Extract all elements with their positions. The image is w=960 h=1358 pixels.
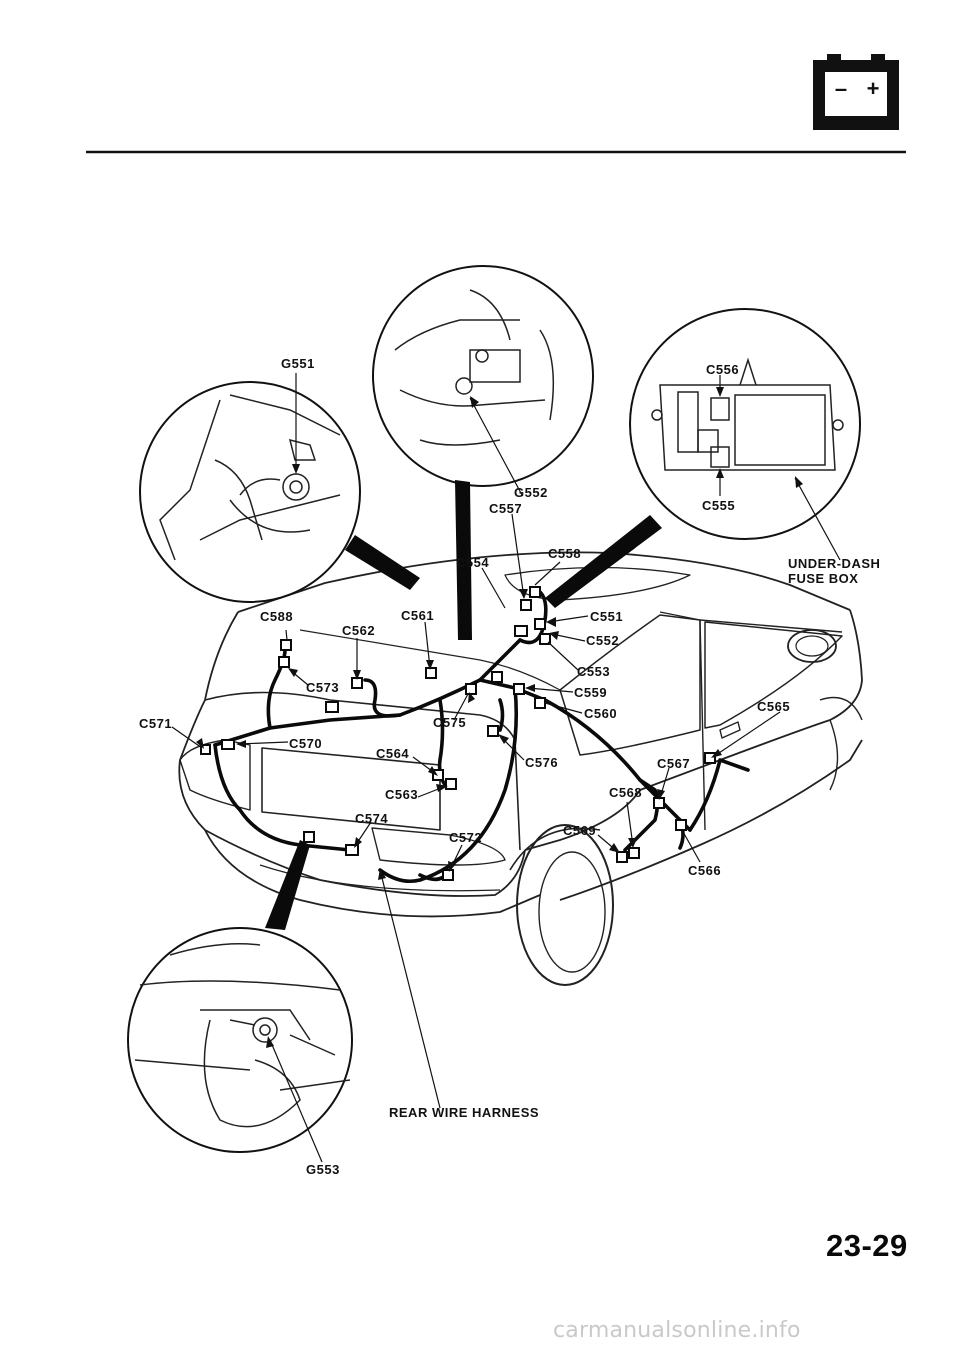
detail-circle-g553	[127, 927, 353, 1153]
label-c569: C569	[563, 823, 597, 838]
arrowheads	[196, 387, 803, 1048]
battery-plus-glyph: +	[867, 76, 880, 101]
connector-shapes	[200, 586, 716, 881]
label-c572: C572	[449, 830, 483, 845]
pointer-wedge-g552	[455, 480, 472, 640]
label-rear-wire-harness: REAR WIRE HARNESS	[389, 1105, 540, 1120]
label-c561: C561	[401, 608, 435, 623]
label-c555: C555	[702, 498, 736, 513]
label-c571: C571	[139, 716, 173, 731]
label-c575: C575	[433, 715, 467, 730]
label-c553: C553	[577, 664, 611, 679]
watermark: carmanualsonline.info	[553, 1318, 801, 1343]
label-c551: C551	[590, 609, 624, 624]
label-g553: G553	[306, 1162, 340, 1177]
pointer-wedge-fusebox	[545, 515, 662, 608]
label-c576: C576	[525, 755, 559, 770]
page-number: 23-29	[826, 1228, 908, 1263]
label-c557: C557	[489, 501, 523, 516]
label-c566: C566	[688, 863, 722, 878]
label-c574: C574	[355, 811, 389, 826]
label-fuse-box-line1: UNDER-DASH	[788, 556, 881, 571]
label-g552: G552	[514, 485, 548, 500]
battery-minus-glyph: –	[835, 76, 847, 101]
label-c562: C562	[342, 623, 376, 638]
pointer-wedge-g551	[345, 535, 420, 590]
detail-circle-fusebox	[629, 308, 861, 540]
label-c567: C567	[657, 756, 691, 771]
label-c560: C560	[584, 706, 618, 721]
label-g551: G551	[281, 356, 315, 371]
label-c573: C573	[306, 680, 340, 695]
label-c568: C568	[609, 785, 643, 800]
label-c554: C554	[456, 555, 490, 570]
label-c559: C559	[574, 685, 608, 700]
label-c556: C556	[706, 362, 740, 377]
label-fuse-box-line2: FUSE BOX	[788, 571, 859, 586]
label-c558: C558	[548, 546, 582, 561]
pointer-wedge-g553	[265, 840, 310, 930]
label-c565: C565	[757, 699, 791, 714]
label-c588: C588	[260, 609, 294, 624]
battery-icon: – +	[813, 54, 899, 130]
label-c552: C552	[586, 633, 620, 648]
detail-circle-g551	[139, 381, 361, 603]
label-c563: C563	[385, 787, 419, 802]
label-c564: C564	[376, 746, 410, 761]
detail-circle-g552	[372, 265, 594, 487]
label-c570: C570	[289, 736, 323, 751]
